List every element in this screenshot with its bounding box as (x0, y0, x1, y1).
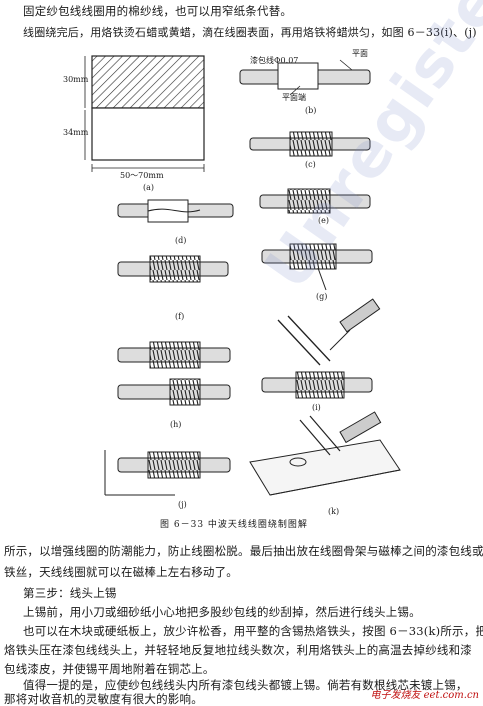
sub-i: (i) (312, 403, 321, 412)
figure-j (104, 450, 231, 496)
para3: 上锡前，用小刀或细砂纸小心地把多股纱包线的纱刮掉，然后进行线头上锡。 (23, 605, 421, 619)
step3-heading: 第三步：线头上锡 (23, 586, 117, 600)
figure-k (249, 411, 401, 496)
label-flat-end: 平面端 (282, 93, 306, 102)
figure-i (261, 298, 381, 399)
dim-width: 50～70mm (120, 171, 164, 180)
figure-g (261, 243, 373, 291)
sub-k: (k) (328, 507, 340, 516)
text-line-2: 线圈绕完后，用烙铁烫石蜡或黄蜡，滴在线圈表面，再用烙铁将蜡烘匀，如图 6－33(… (23, 26, 477, 39)
figure-a (84, 55, 205, 172)
sub-a: (a) (143, 183, 155, 192)
para2-line1: 所示，以增强线圈的防潮能力，防止线圈松脱。最后抽出放在线圈骨架与磁棒之间的漆包线… (4, 544, 483, 558)
sub-e: (e) (318, 216, 329, 225)
site-mark: 电子发烧友 eet.com.cn (370, 690, 479, 701)
para4-line1: 也可以在木块或硬纸板上，放少许松香，用平整的含锡热烙铁头，按图 6－33(k)所… (23, 624, 483, 638)
figure-f (117, 255, 229, 283)
sub-c: (c) (305, 160, 316, 169)
para5-line2: 那将对收音机的灵敏度有很大的影响。 (4, 692, 203, 706)
para2-line2: 铁丝，天线线圈就可以在磁棒上左右移动了。 (4, 565, 238, 579)
sub-f: (f) (175, 312, 185, 321)
dim-34: 34mm (63, 128, 89, 137)
sub-g: (g) (316, 292, 328, 301)
figure-b (239, 59, 371, 96)
sub-h: (h) (170, 420, 182, 429)
dim-30: 30mm (63, 75, 89, 84)
sub-d: (d) (175, 236, 187, 245)
figure-c (249, 131, 371, 157)
para4-line2: 烙铁头压在漆包线线头上，并轻轻地反复地拉线头数次，利用烙铁头上的高温去掉纱线和漆 (4, 643, 472, 657)
text-line-1: 固定纱包线线圈用的棉纱线，也可以用窄纸条代替。 (23, 4, 293, 18)
figure-e (259, 188, 371, 214)
sub-j: (j) (178, 500, 187, 509)
figure-h (117, 341, 231, 406)
sub-b: (b) (305, 106, 317, 115)
figure-d (117, 199, 234, 223)
para5-line1: 值得一提的是，应使纱包线线头内所有漆包线头都镀上锡。倘若有数根线芯未镀上锡， (23, 678, 468, 692)
label-wire: 漆包线Φ0.07 (250, 56, 299, 65)
para4-line3: 包线漆皮，并使锡平周地附着在铜芯上。 (4, 662, 215, 676)
label-flat: 平面 (352, 49, 368, 58)
figure-caption: 图 6－33 中波天线线圈绕制图解 (160, 520, 308, 530)
